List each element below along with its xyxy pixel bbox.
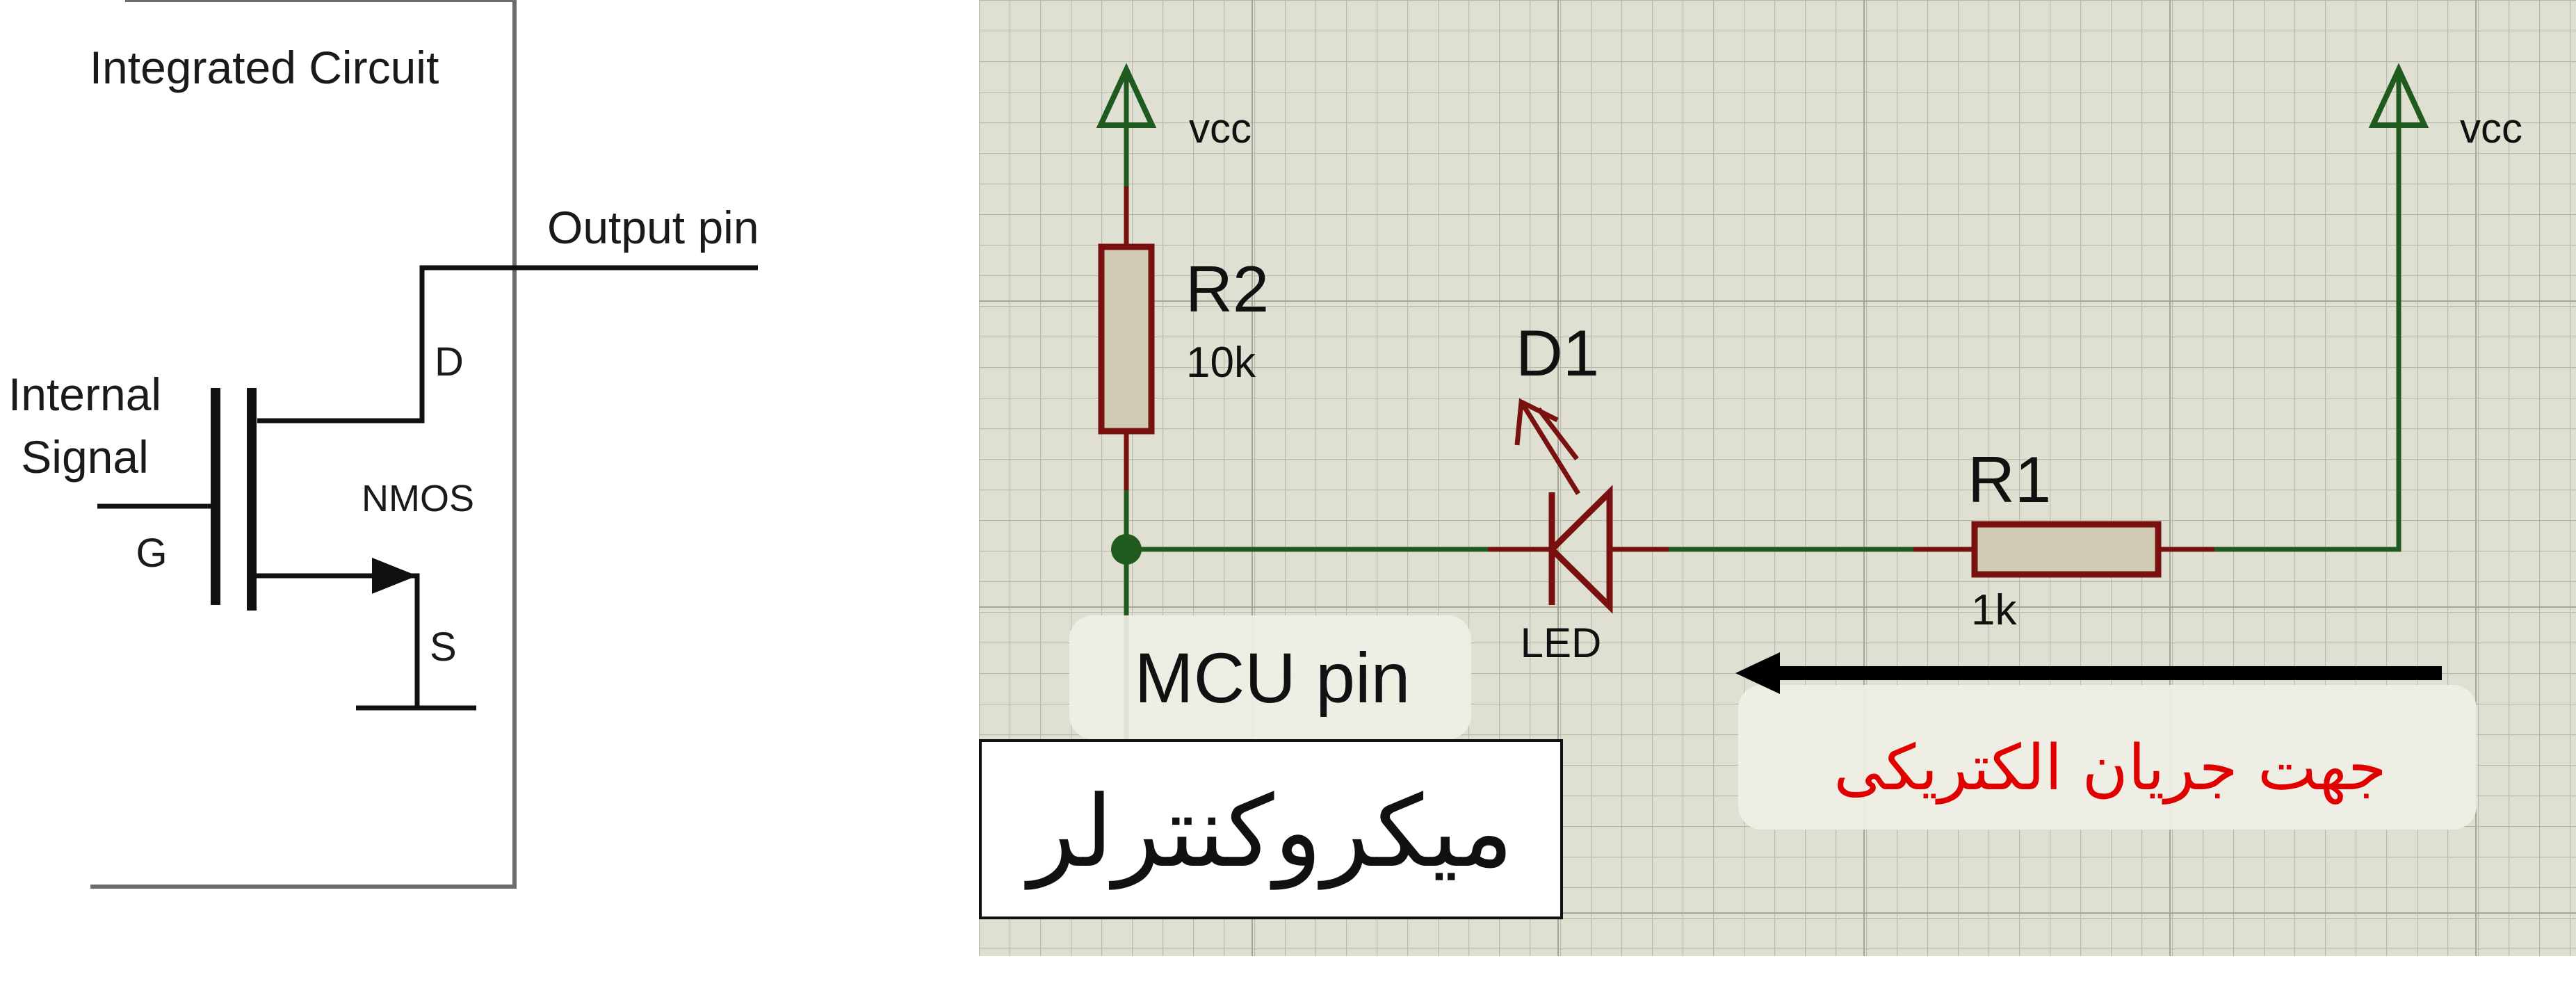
internal-label-2: Signal: [21, 431, 148, 483]
r2-resistor-body: [1098, 243, 1155, 435]
nmos-open-drain-diagram: Integrated Circuit Output pin D Internal…: [8, 0, 759, 889]
nmos-label: NMOS: [362, 478, 474, 519]
led-light-arrows-icon: [1514, 398, 1580, 495]
r1-value: 1k: [1971, 586, 2017, 634]
mcu-pin-label-bg: [1069, 615, 1471, 739]
drain-wire: [257, 265, 758, 423]
led-schematic: vcc R2 10k D1 LED R1 1k vcc: [979, 0, 2576, 956]
ic-title: Integrated Circuit: [90, 42, 439, 93]
mcu-pin-label: MCU pin: [1135, 638, 1411, 718]
source-arrow-icon: [372, 558, 417, 594]
drain-label: D: [435, 339, 464, 385]
r1-to-vcc-wire: [2214, 70, 2401, 552]
current-direction-label: جهت جریان الکتریکی: [1833, 732, 2386, 805]
mcu-box-label: میکروکنترلر: [1024, 775, 1514, 890]
vcc-left-arrow-icon: [1096, 63, 1157, 128]
current-arrow-head-icon: [1735, 652, 1780, 694]
source-wire: [252, 573, 420, 708]
ic-boundary: [90, 0, 517, 889]
vcc-left-label: vcc: [1189, 105, 1251, 152]
r2-value: 10k: [1186, 339, 1256, 387]
mcu-box: [979, 739, 1563, 919]
r2-name: R2: [1185, 252, 1269, 325]
output-pin-label: Output pin: [547, 202, 759, 253]
vcc-right-arrow-icon: [2368, 63, 2429, 128]
gate-label: G: [136, 531, 167, 576]
d1-type: LED: [1521, 620, 1602, 666]
current-label-bg: [1738, 685, 2477, 830]
d1-name: D1: [1516, 316, 1599, 389]
r1-name: R1: [1968, 443, 2051, 516]
internal-label-1: Internal: [8, 369, 161, 420]
junction-dot: [1111, 534, 1142, 565]
source-label: S: [430, 624, 457, 670]
vcc-right-label: vcc: [2460, 105, 2522, 152]
r1-resistor-body: [1971, 521, 2162, 578]
